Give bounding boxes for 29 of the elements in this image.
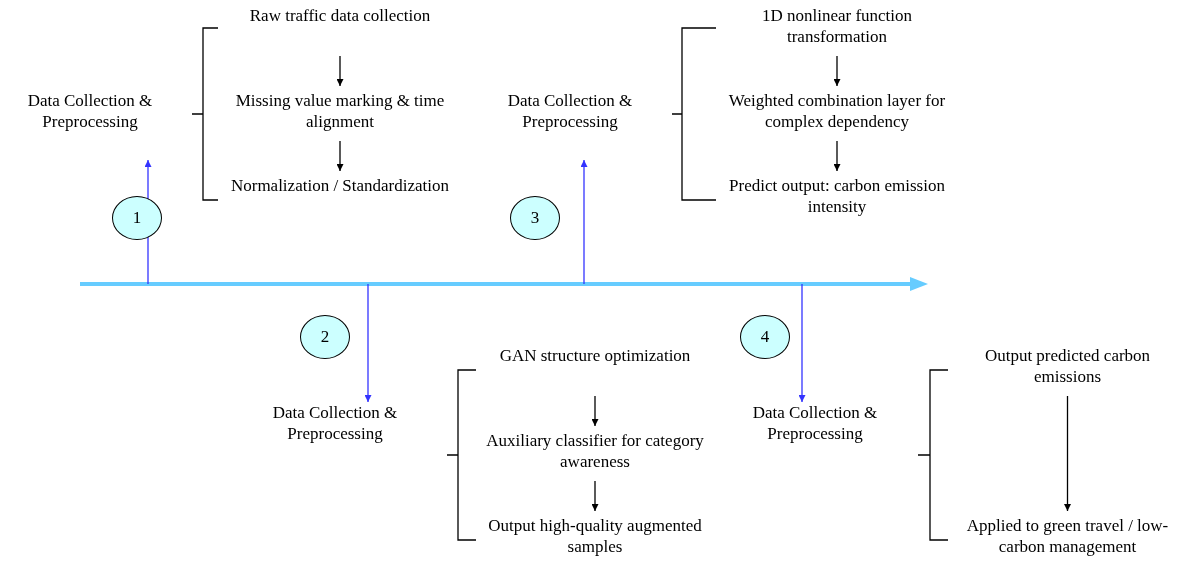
step-text: Predict output: carbon emission intensity xyxy=(722,175,952,222)
arrow xyxy=(833,140,841,172)
step-text: Missing value marking & time alignment xyxy=(210,90,470,137)
arrow xyxy=(591,395,599,427)
arrow xyxy=(336,140,344,172)
step-text: Raw traffic data collection xyxy=(220,5,460,52)
stage-label: Data Collection & Preprocessing xyxy=(245,402,425,478)
step-text: Output high-quality augmented samples xyxy=(480,515,710,562)
step-text: Weighted combination layer for complex dependency xyxy=(707,90,967,137)
arrow xyxy=(798,283,806,403)
stage-label: Data Collection & Preprocessing xyxy=(0,90,180,160)
step-text: Applied to green travel / low-carbon management xyxy=(955,515,1180,562)
arrow xyxy=(591,480,599,512)
arrow xyxy=(1064,395,1071,512)
arrow xyxy=(833,55,841,87)
step-text: 1D nonlinear function transformation xyxy=(722,5,952,52)
arrow xyxy=(364,283,372,403)
step-text: Auxiliary classifier for category awareness xyxy=(480,430,710,477)
stage-label: Data Collection & Preprocessing xyxy=(725,402,905,478)
step-text: Normalization / Standardization xyxy=(220,175,460,222)
step-number-circle: 4 xyxy=(740,315,790,359)
step-number-circle: 1 xyxy=(112,196,162,240)
step-number-circle: 3 xyxy=(510,196,560,240)
stage-label: Data Collection & Preprocessing xyxy=(480,90,660,160)
arrow xyxy=(580,159,588,285)
step-number-circle: 2 xyxy=(300,315,350,359)
step-text: Output predicted carbon emissions xyxy=(955,345,1180,392)
step-text: GAN structure optimization xyxy=(480,345,710,392)
arrow xyxy=(336,55,344,87)
